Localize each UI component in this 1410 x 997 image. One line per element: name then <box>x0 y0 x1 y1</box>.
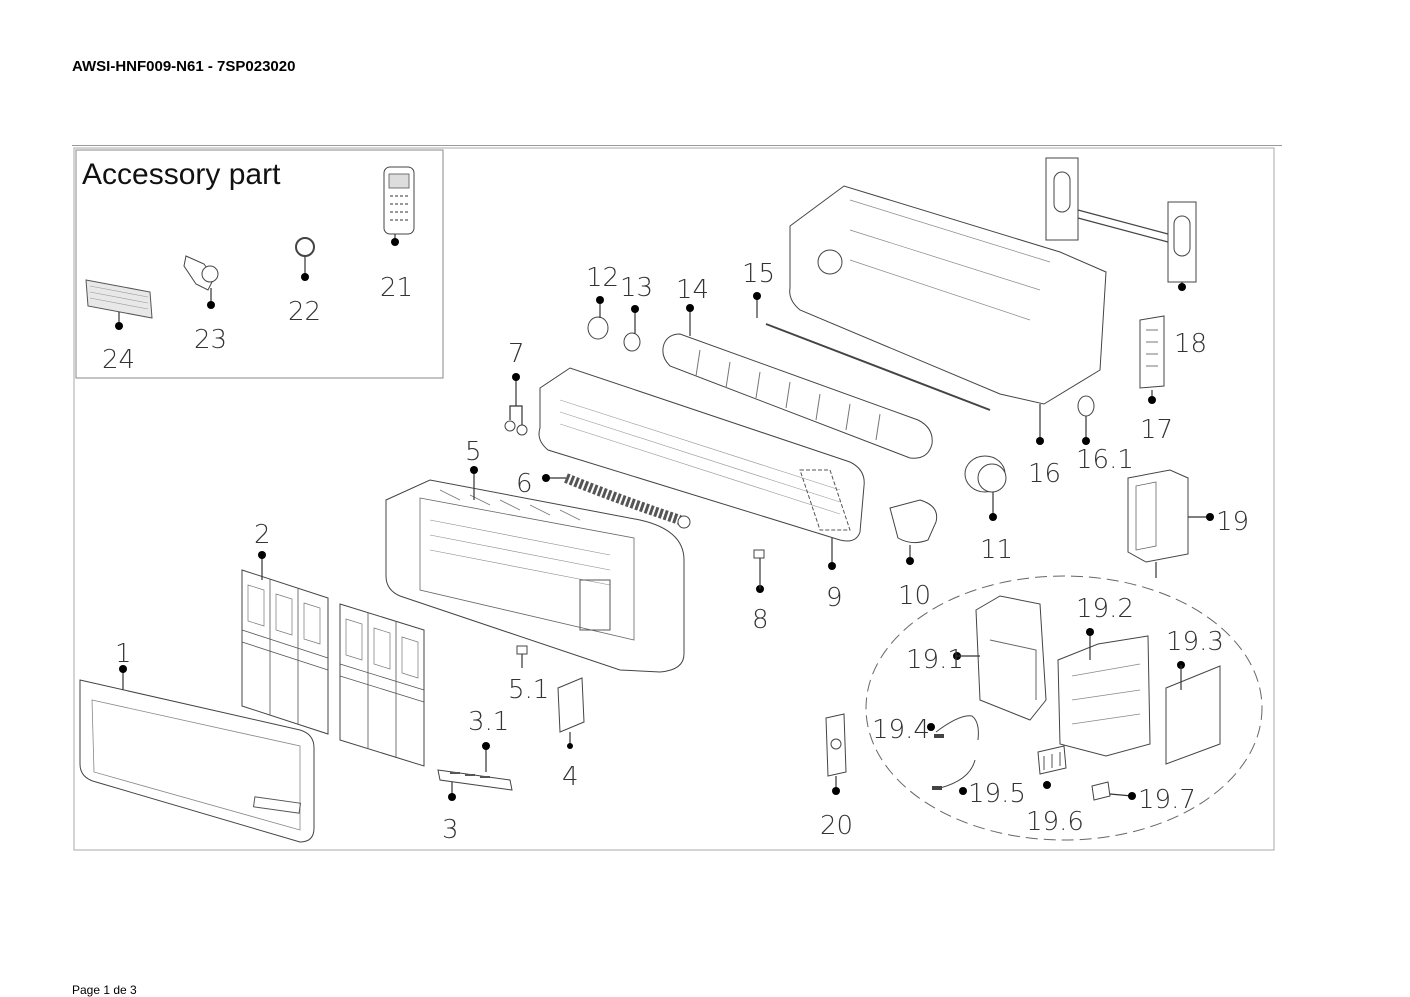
sub-assembly-outline <box>865 575 1263 841</box>
part-2-air-filter-second <box>339 603 425 767</box>
label-21: 21 <box>380 273 413 303</box>
label-1: 1 <box>115 639 132 669</box>
part-24-air-filter-strip <box>85 279 153 319</box>
part-5-1-clip <box>516 645 528 655</box>
part-22-seal-ring <box>295 237 315 257</box>
label-19-6: 19.6 <box>1026 807 1084 837</box>
part-8-small-bracket <box>753 549 765 559</box>
page-footer: Page 1 de 3 <box>72 983 137 997</box>
part-4-electric-box-cover <box>557 677 585 749</box>
part-19-3-insulation-sheet <box>1165 661 1221 765</box>
label-23: 23 <box>194 325 227 355</box>
part-19-1-box-housing <box>953 595 1047 721</box>
label-16: 16 <box>1028 459 1061 489</box>
part-19-2-main-pcb <box>1057 628 1151 757</box>
label-5-1: 5.1 <box>508 675 549 705</box>
part-15-swing-rod <box>753 292 991 411</box>
label-4: 4 <box>562 762 579 792</box>
label-3-1: 3.1 <box>468 707 509 737</box>
part-14-cross-flow-fan <box>662 304 933 459</box>
label-20: 20 <box>820 811 853 841</box>
label-19-3: 19.3 <box>1166 627 1224 657</box>
label-12: 12 <box>586 263 619 293</box>
label-2: 2 <box>254 520 271 550</box>
part-16-chassis <box>789 185 1107 445</box>
label-6: 6 <box>516 469 533 499</box>
label-5: 5 <box>465 437 482 467</box>
part-2-air-filter <box>241 551 329 735</box>
part-19-6-terminal-block <box>1037 745 1067 789</box>
accessory-title: Accessory part <box>82 158 281 191</box>
document-title: AWSI-HNF009-N61 - 7SP023020 <box>72 58 296 75</box>
diagram-frame <box>73 147 1275 851</box>
part-3-display-board <box>437 742 513 801</box>
part-19-5-pipe-temp-sensor <box>932 759 976 795</box>
label-17: 17 <box>1140 415 1173 445</box>
part-19-7-transformer <box>1091 781 1136 801</box>
label-9: 9 <box>826 583 843 613</box>
label-3: 3 <box>442 815 459 845</box>
label-16-1: 16.1 <box>1076 445 1134 475</box>
label-8: 8 <box>752 605 769 635</box>
part-11-fan-motor <box>964 455 1007 521</box>
part-6-drain-hose <box>542 473 691 529</box>
label-19-7: 19.7 <box>1138 785 1196 815</box>
part-19-4-room-temp-sensor <box>927 715 979 741</box>
part-17-terminal-cover <box>1139 315 1165 404</box>
part-5-front-case <box>385 466 685 673</box>
label-19-2: 19.2 <box>1076 594 1134 624</box>
label-15: 15 <box>742 259 775 289</box>
part-10-bearing-holder <box>889 499 938 565</box>
label-7: 7 <box>508 339 525 369</box>
part-9-evaporator <box>538 367 865 570</box>
label-24: 24 <box>102 345 135 375</box>
header-rule <box>72 145 1282 146</box>
accessory-box: Accessory part <box>75 149 444 379</box>
part-18-installation-plate <box>1045 157 1197 291</box>
part-19-electric-control-box <box>1127 469 1214 578</box>
label-19-5: 19.5 <box>968 779 1026 809</box>
label-18: 18 <box>1174 329 1207 359</box>
label-22: 22 <box>288 297 321 327</box>
label-19-1: 19.1 <box>906 645 964 675</box>
label-10: 10 <box>898 581 931 611</box>
part-7-fastener <box>504 373 528 436</box>
label-19: 19 <box>1216 507 1249 537</box>
label-11: 11 <box>980 535 1013 565</box>
part-20-display-sensor <box>825 713 847 795</box>
part-13-bearing-rubber <box>623 305 641 352</box>
label-19-4: 19.4 <box>872 715 930 745</box>
part-12-bearing <box>587 296 609 340</box>
label-13: 13 <box>620 273 653 303</box>
part-1-front-panel <box>79 665 315 843</box>
part-labels: 1 2 3 3.1 4 5 5.1 6 7 8 9 10 11 12 13 14… <box>102 259 1249 845</box>
part-16-1-motor-cap <box>1077 395 1095 445</box>
label-14: 14 <box>676 275 709 305</box>
